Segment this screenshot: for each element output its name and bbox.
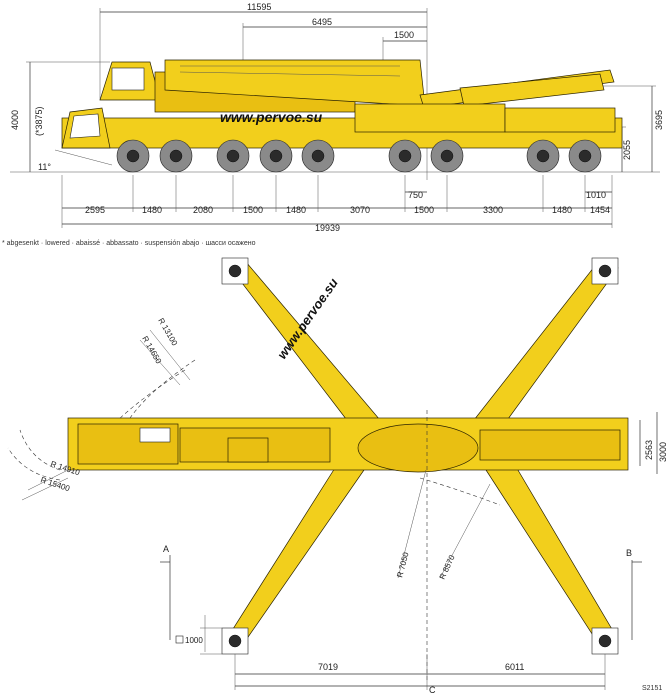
radius-14650: R 14650 [140, 335, 163, 366]
dim-2080: 2080 [193, 205, 213, 215]
label-b: B [626, 548, 632, 558]
side-crane-body: www.pervoe.su [61, 59, 623, 149]
outrigger-front-bottom [225, 459, 365, 641]
dim-6495: 6495 [312, 17, 332, 27]
drawing-number: S2151 [642, 685, 662, 692]
dim-3070: 3070 [350, 205, 370, 215]
outrigger-rear-top [473, 261, 619, 431]
label-c: C [429, 685, 436, 695]
side-bottom-dims: 2595 1480 2080 1500 1480 3070 1500 3300 … [61, 175, 613, 233]
side-watermark: www.pervoe.su [220, 109, 323, 125]
dim-1454: 1454 [590, 205, 610, 215]
dim-750: 750 [408, 190, 423, 200]
radius-arcs [7, 329, 501, 506]
top-view: www.pervoe.su R 13100 R 14650 R 14910 R … [7, 257, 668, 695]
width-2563: 2563 [644, 440, 654, 460]
dim-2595: 2595 [85, 205, 105, 215]
radius-8570: R 8570 [438, 553, 457, 581]
dim-total-19939: 19939 [315, 223, 340, 233]
pad-size-1000: 1000 [185, 636, 203, 645]
dim-1500-top: 1500 [394, 30, 414, 40]
dim-4000: 4000 [10, 110, 20, 130]
width-3000: 3000 [658, 442, 668, 462]
footnote: * abgesenkt · lowered · abaissé · abbass… [2, 240, 256, 247]
dim-1500-b: 1500 [414, 205, 434, 215]
outrigger-front-top [225, 261, 381, 433]
span-7019: 7019 [318, 662, 338, 672]
dim-11595: 11595 [247, 2, 271, 12]
radius-15400: R 15400 [39, 475, 71, 493]
radius-7050: R 7050 [395, 551, 411, 579]
outrigger-rear-bottom [485, 459, 617, 641]
dim-1500-a: 1500 [243, 205, 263, 215]
top-carrier: www.pervoe.su [67, 275, 629, 473]
label-a: A [163, 544, 169, 554]
outriggers [221, 257, 619, 655]
side-view: 11595 6495 1500 4000 (*3875) 11° 3695 20… [10, 2, 664, 233]
dim-3695: 3695 [654, 110, 664, 130]
side-wheels [116, 139, 602, 173]
dim-2055: 2055 [622, 140, 632, 160]
radius-13100: R 13100 [156, 317, 179, 348]
dim-1010: 1010 [586, 190, 606, 200]
dim-1480-b: 1480 [286, 205, 306, 215]
dim-1480-a: 1480 [142, 205, 162, 215]
dim-1480-c: 1480 [552, 205, 572, 215]
pad-square-icon [175, 635, 184, 644]
span-6011: 6011 [505, 662, 524, 672]
dim-3300: 3300 [483, 205, 503, 215]
dim-angle-11: 11° [38, 162, 51, 172]
dim-3875-lowered: (*3875) [34, 106, 44, 136]
